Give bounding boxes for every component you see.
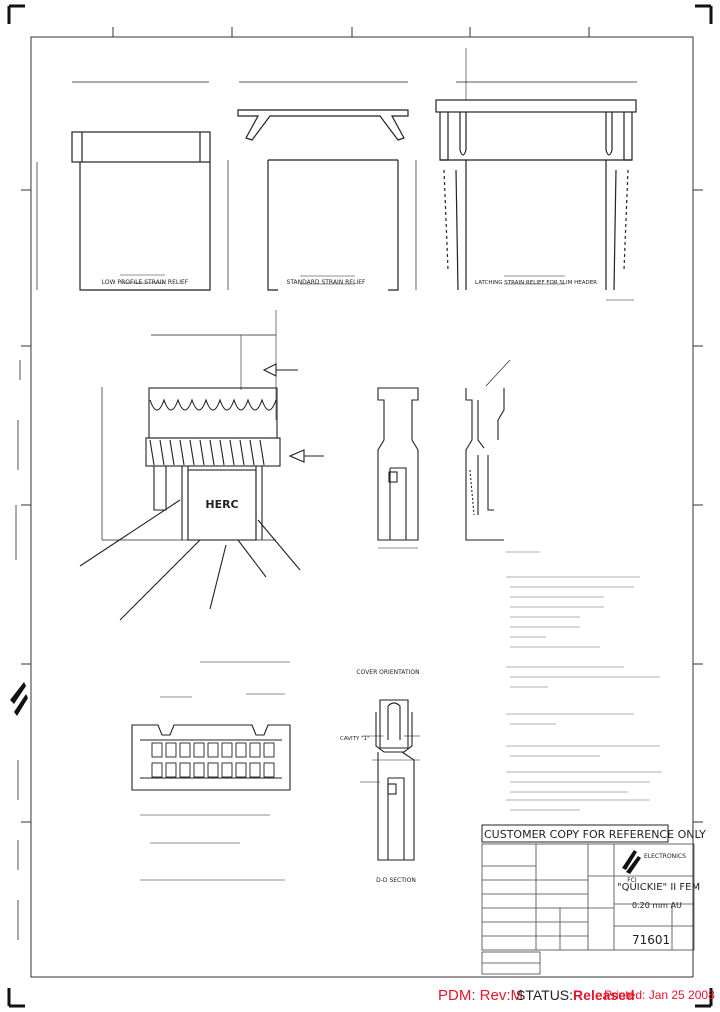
view-label-cover-orientation: COVER ORIENTATION (356, 669, 419, 676)
border-ticks (21, 27, 703, 823)
notes-lines (506, 551, 662, 811)
latching-view (415, 48, 637, 301)
title-block (481, 824, 695, 975)
view-label-low-profile: LOW PROFILE STRAIN RELIEF (102, 279, 189, 286)
latched-end-view (465, 359, 511, 541)
cover-orientation-view (360, 699, 420, 861)
company-name: ELECTRONICS (644, 853, 686, 860)
sheet-border (30, 36, 694, 978)
standard-view (227, 81, 409, 291)
crop-marks (7, 4, 713, 1008)
status-value: Released (573, 987, 635, 1003)
status-line: STATUS:Released (516, 984, 635, 1006)
product-title: "QUICKIE" II FEM (617, 882, 700, 893)
view-label-latching: LATCHING STRAIN RELIEF FOR SLIM HEADER (475, 280, 597, 286)
customer-copy-banner: CUSTOMER COPY FOR REFERENCE ONLY (484, 828, 706, 841)
margin-marks (15, 360, 21, 940)
fci-logo (622, 850, 641, 874)
view-label-section: D-D SECTION (376, 877, 416, 884)
status-prefix: STATUS: (516, 987, 574, 1003)
side-view (79, 310, 324, 621)
pdm-revision: PDM: Rev:M (438, 986, 524, 1004)
printed-date: Printed: Jan 25 2008 (604, 988, 715, 1002)
end-view (377, 387, 419, 549)
plan-view (131, 661, 291, 881)
view-label-standard: STANDARD STRAIN RELIEF (287, 279, 366, 286)
product-subtitle: 0.20 mm AU (632, 901, 682, 910)
cavity-label: CAVITY "1" (340, 736, 370, 742)
low-profile-view (36, 81, 211, 291)
herc-mark: HERC (205, 498, 238, 511)
fci-logo-side (10, 682, 28, 716)
brand-name: FCI (627, 877, 637, 884)
part-number: 71601 (632, 933, 670, 947)
